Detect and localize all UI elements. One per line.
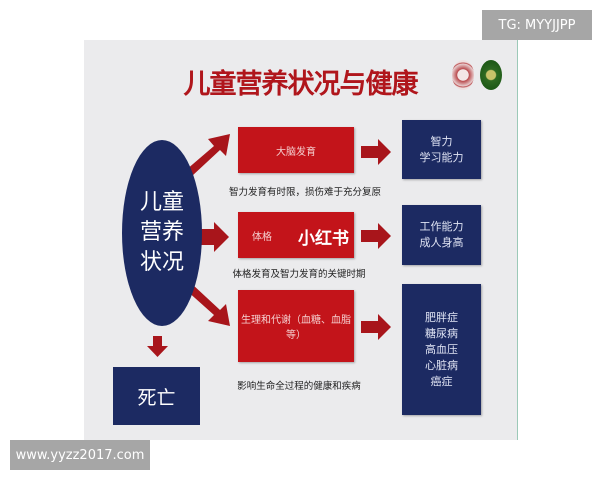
outcome: 高血压 xyxy=(425,342,458,356)
outcome-box: 肥胖症 糖尿病 高血压 心脏病 癌症 xyxy=(402,284,481,415)
arrow-down-icon xyxy=(147,336,168,357)
outcome: 糖尿病 xyxy=(425,326,458,340)
university-seal-green-logo xyxy=(480,60,502,90)
row-caption: 智力发育有时限，损伤难于充分复原 xyxy=(229,187,382,198)
tg-watermark: TG: MYYJJPP xyxy=(482,10,592,40)
arrow-right-icon xyxy=(361,314,391,340)
row-caption: 体格发育及智力发育的关键时期 xyxy=(232,269,366,280)
outcome: 智力 xyxy=(430,134,453,148)
ellipse-line: 儿童 xyxy=(139,190,184,215)
outcome: 癌症 xyxy=(430,374,453,388)
outcome-box: 工作能力 成人身高 xyxy=(402,205,481,265)
metabolism-box: 生理和代谢（血糖、血脂等） xyxy=(238,290,354,362)
ellipse-line: 状况 xyxy=(139,250,184,275)
xiaohongshu-watermark: 小红书 xyxy=(298,229,349,249)
outcome: 学习能力 xyxy=(419,150,464,164)
ellipse-line: 营养 xyxy=(139,220,184,245)
arrow-up-right-icon xyxy=(186,134,230,176)
university-seal-red-logo xyxy=(452,60,474,90)
brain-development-box: 大脑发育 xyxy=(238,127,354,173)
child-nutrition-ellipse: 儿童 营养 状况 xyxy=(122,140,202,326)
outcome: 心脏病 xyxy=(425,358,458,372)
outcome: 成人身高 xyxy=(419,236,464,249)
outcome: 肥胖症 xyxy=(425,310,458,324)
arrow-right-icon xyxy=(198,222,229,252)
url-watermark: www.yyzz2017.com xyxy=(10,440,150,470)
arrow-right-icon xyxy=(361,139,391,165)
outcome: 工作能力 xyxy=(419,220,464,233)
slide-title: 儿童营养状况与健康 xyxy=(183,69,419,100)
arrow-right-icon xyxy=(361,223,391,249)
arrow-down-right-icon xyxy=(186,284,230,326)
physical-development-box: 体格 xyxy=(238,212,354,258)
death-box: 死亡 xyxy=(113,367,200,425)
outcome-box: 智力 学习能力 xyxy=(402,120,481,179)
row-caption: 影响生命全过程的健康和疾病 xyxy=(237,381,361,392)
